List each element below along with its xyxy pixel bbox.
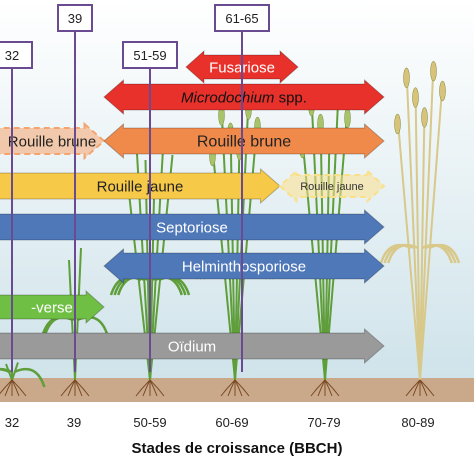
disease-arrow-shape-4	[0, 167, 281, 205]
disease-arrow-4: Rouille jaune	[0, 167, 281, 205]
growth-stage-label-4: 70-79	[307, 415, 341, 430]
stage-marker-label-2: 51-59	[133, 48, 166, 63]
disease-arrow-shape-3	[103, 122, 385, 160]
disease-label-5: Rouille jaune	[300, 181, 364, 193]
stage-markers-layer: 32 39 51-59 61-65	[0, 4, 270, 372]
disease-arrow-5: Rouille jaune	[278, 168, 386, 204]
disease-arrow-9: Oïdium	[0, 327, 385, 365]
disease-arrow-1: Microdochium spp.	[103, 78, 385, 116]
disease-arrow-3: Rouille brune	[103, 122, 385, 160]
growth-stage-label-3: 60-69	[215, 415, 249, 430]
x-axis-title: Stades de croissance (BBCH)	[131, 440, 343, 457]
stage-marker-label-3: 61-65	[225, 11, 258, 26]
disease-arrow-2: Rouille brune	[0, 121, 106, 161]
stage-marker-1: 39	[57, 4, 93, 372]
stage-marker-0: 32	[0, 41, 33, 372]
stage-marker-3: 61-65	[214, 4, 270, 372]
disease-label-2: Rouille brune	[8, 133, 96, 150]
disease-arrow-7: Helminthosporiose	[103, 247, 385, 285]
growth-stage-label-0: 32	[4, 415, 20, 430]
wheat-plant-0	[0, 361, 46, 397]
disease-arrow-shape-5	[278, 168, 386, 204]
disease-arrow-shape-2	[0, 121, 106, 161]
growth-stage-label-5: 80-89	[401, 415, 435, 430]
growth-stage-label-1: 39	[66, 415, 82, 430]
disease-arrow-8: -verse	[0, 289, 105, 325]
disease-label-6: Septoriose	[156, 219, 228, 236]
growth-stage-label-2: 50-59	[133, 415, 167, 430]
stage-marker-2: 51-59	[122, 41, 178, 372]
disease-label-1: Microdochium spp.	[181, 89, 307, 106]
stage-marker-label-1: 39	[68, 11, 82, 26]
disease-arrow-shape-1	[103, 78, 385, 116]
stage-marker-label-0: 32	[5, 48, 19, 63]
disease-arrow-shape-9	[0, 327, 385, 365]
disease-arrow-shape-6	[0, 208, 385, 246]
disease-label-4: Rouille jaune	[97, 178, 184, 195]
disease-label-9: Oïdium	[168, 338, 216, 355]
disease-arrow-shape-7	[103, 247, 385, 285]
disease-label-3: Rouille brune	[197, 134, 291, 151]
disease-arrow-shape-8	[0, 289, 105, 325]
disease-label-7: Helminthosporiose	[182, 258, 306, 275]
wheat-plant-5	[379, 60, 461, 397]
disease-arrow-6: Septoriose	[0, 208, 385, 246]
disease-label-8: -verse	[31, 299, 73, 316]
